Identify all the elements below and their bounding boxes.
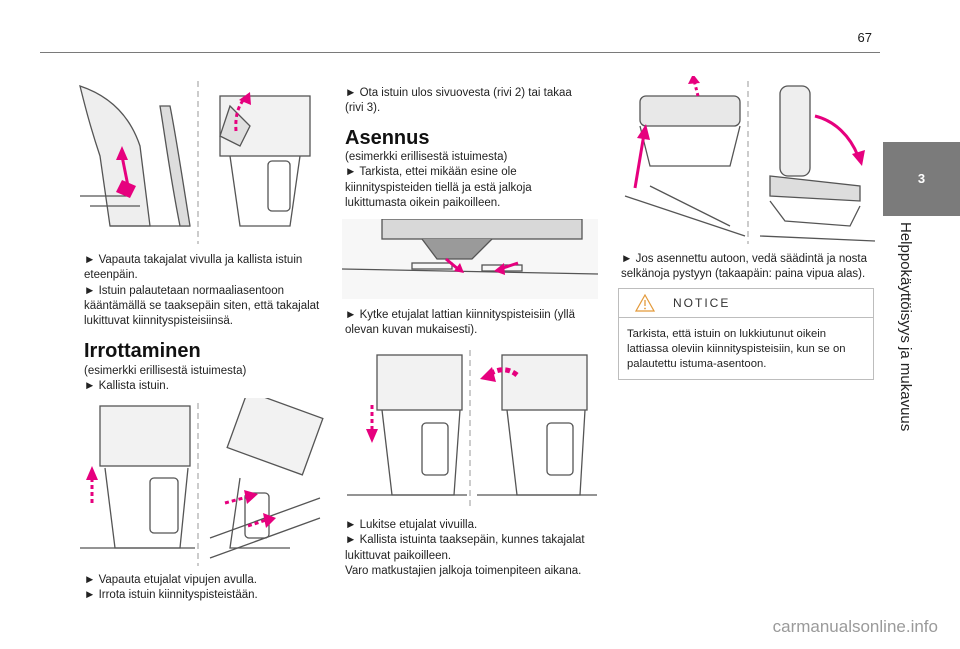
text-line: lukittuvat kiinnityspisteisiinsä.	[84, 315, 233, 328]
text-block-3: ► Vapauta etujalat vipujen avulla. ► Irr…	[84, 573, 320, 604]
text-block-7: ► Lukitse etujalat vivuilla. ► Kallista …	[345, 518, 595, 579]
text-line: lukittumasta oikein paikoilleen.	[345, 196, 501, 209]
text-block-4: ► Ota istuin ulos sivuovesta (rivi 2) ta…	[345, 86, 595, 117]
text-line: Varo matkustajien jalkoja toimenpiteen a…	[345, 564, 582, 577]
warning-triangle-icon	[635, 294, 655, 312]
heading-irrottaminen: Irrottaminen	[84, 340, 201, 362]
text-block-8: ► Jos asennettu autoon, vedä säädintä ja…	[621, 252, 879, 283]
text-line: ► Istuin palautetaan normaaliasentoon	[84, 284, 284, 297]
text-line: (esimerkki erillisestä istuimesta)	[84, 365, 247, 377]
figure-front-legs-release	[70, 398, 326, 568]
text-block-1: ► Vapauta takajalat vivulla ja kallista …	[84, 253, 320, 329]
header-rule	[40, 52, 880, 53]
text-line: kiinnityspisteiden tiellä ja estä jalkoj…	[345, 181, 532, 194]
text-line: ► Jos asennettu autoon, vedä säädintä ja…	[621, 253, 868, 265]
text-block-2: (esimerkki erillisestä istuimesta) ► Kal…	[84, 364, 320, 395]
text-line: ► Irrota istuin kiinnityspisteistään.	[84, 589, 258, 602]
watermark: carmanualsonline.info	[772, 617, 938, 636]
heading-asennus: Asennus	[345, 127, 430, 149]
text-line: olevan kuvan mukaisesti).	[345, 324, 478, 337]
figure-rear-legs-release	[70, 76, 326, 246]
text-line: selkänoja pystyyn (takaapäin: paina vipu…	[621, 268, 866, 281]
text-line: (rivi 3).	[345, 102, 381, 115]
text-block-6: ► Kytke etujalat lattian kiinnityspistei…	[345, 308, 595, 339]
text-block-5: (esimerkki erillisestä istuimesta) ► Tar…	[345, 150, 595, 211]
text-line: ► Ota istuin ulos sivuovesta (rivi 2) ta…	[345, 87, 572, 99]
text-line: ► Kytke etujalat lattian kiinnityspistei…	[345, 309, 575, 321]
chapter-tab[interactable]: 3	[883, 142, 960, 216]
text-line: ► Vapauta takajalat vivulla ja kallista …	[84, 254, 303, 266]
notice-body: Tarkista, että istuin on lukkiutunut oik…	[627, 327, 867, 373]
figure-anchor-points	[342, 219, 598, 299]
text-line: ► Kallista istuinta taaksepäin, kunnes t…	[345, 534, 585, 547]
notice-header: NOTICE	[619, 289, 873, 318]
text-line: lukittuvat paikoilleen.	[345, 549, 452, 562]
page-number: 67	[857, 30, 872, 45]
text-line: Tarkista, että istuin on lukkiutunut oik…	[627, 328, 827, 340]
text-line: ► Tarkista, ettei mikään esine ole	[345, 166, 517, 179]
text-line: ► Vapauta etujalat vipujen avulla.	[84, 574, 257, 586]
notice-title: NOTICE	[673, 296, 731, 310]
figure-lock-front-legs	[342, 345, 598, 510]
text-line: ► Kallista istuin.	[84, 380, 169, 393]
text-line: (esimerkki erillisestä istuimesta)	[345, 151, 508, 163]
chapter-title: Helppokäyttöisyys ja mukavuus	[897, 222, 914, 432]
figure-raise-backrest	[620, 76, 876, 246]
text-line: palautettu istuma-asentoon.	[627, 358, 767, 371]
text-line: lattiassa oleviin kiinnityspisteisiin, k…	[627, 343, 846, 356]
text-line: ► Lukitse etujalat vivuilla.	[345, 519, 478, 531]
notice-box: NOTICE Tarkista, että istuin on lukkiutu…	[618, 288, 874, 380]
text-line: eteenpäin.	[84, 269, 138, 282]
text-line: kääntämällä se taaksepäin siten, että ta…	[84, 299, 320, 312]
